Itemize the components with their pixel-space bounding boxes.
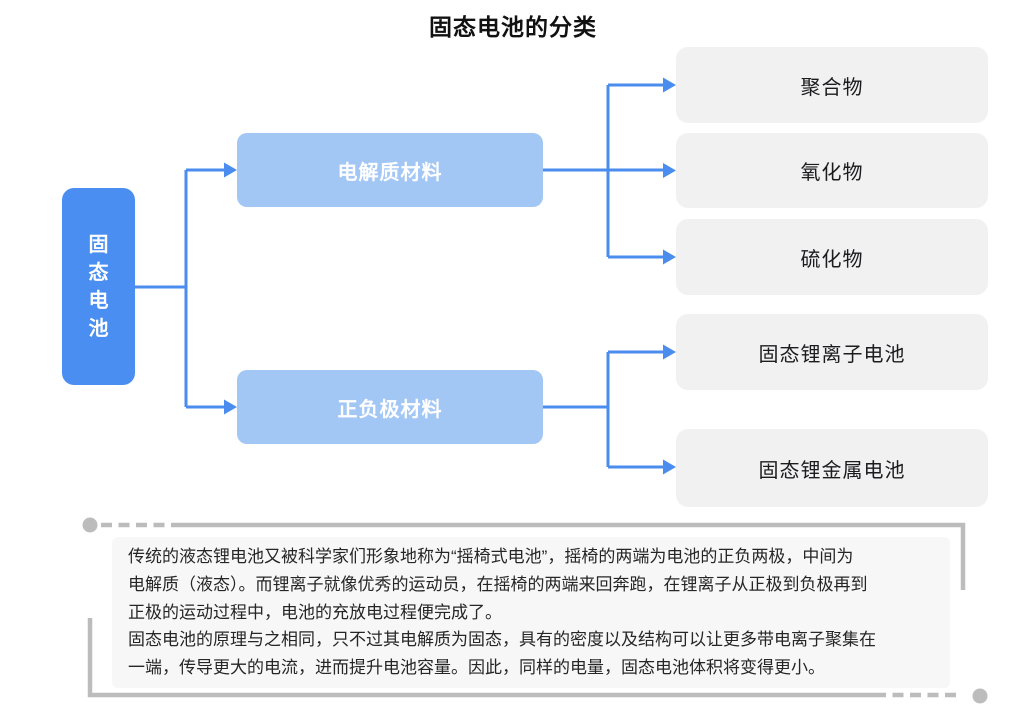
note-panel: 传统的液态锂电池又被科学家们形象地称为“摇椅式电池”，摇椅的两端为电池的正负两极… <box>112 537 950 688</box>
frame-dot-bottom-right <box>972 688 988 704</box>
leaf-node-oxide: 氧化物 <box>676 133 988 208</box>
root-node-char: 固 <box>88 233 109 256</box>
root-to-branches-connector <box>135 162 237 415</box>
electrode-to-leaves-connector <box>543 344 676 475</box>
branch-node-electrolyte-materials: 电解质材料 <box>237 133 543 207</box>
arrow-icon <box>663 459 676 475</box>
electrolyte-to-leaves-connector <box>543 77 676 265</box>
arrow-icon <box>224 162 237 178</box>
arrow-icon <box>663 249 676 265</box>
root-node-char: 态 <box>88 261 109 284</box>
branch-node-electrode-materials: 正负极材料 <box>237 370 543 444</box>
arrow-icon <box>224 399 237 415</box>
page-title: 固态电池的分类 <box>429 14 597 40</box>
note-text-line: 电解质（液态）。而锂离子就像优秀的运动员，在摇椅的两端来回奔跑，在锂离子从正极到… <box>128 574 868 594</box>
leaf-node-polymer: 聚合物 <box>676 47 988 123</box>
root-node-char: 电 <box>88 289 109 312</box>
frame-dot-top-left <box>82 517 98 533</box>
root-node-char: 池 <box>88 317 109 340</box>
arrow-icon <box>663 163 676 178</box>
note-text-line: 传统的液态锂电池又被科学家们形象地称为“摇椅式电池”，摇椅的两端为电池的正负两极… <box>128 547 854 566</box>
arrow-icon <box>663 77 676 93</box>
note-text-line: 一端，传导更大的电流，进而提升电池容量。因此，同样的电量，固态电池体积将变得更小… <box>128 658 825 678</box>
note-text-line: 正极的运动过程中，电池的充放电过程便完成了。 <box>128 602 502 622</box>
leaf-node-sulfide: 硫化物 <box>676 219 988 295</box>
note-text-line: 固态电池的原理与之相同，只不过其电解质为固态，具有的密度以及结构可以让更多带电离… <box>128 630 876 650</box>
leaf-node-li-metal-battery: 固态锂金属电池 <box>676 429 988 507</box>
arrow-icon <box>663 344 676 360</box>
leaf-node-li-ion-battery: 固态锂离子电池 <box>676 314 988 390</box>
root-node-solid-state-battery: 固 态 电 池 <box>62 188 135 385</box>
